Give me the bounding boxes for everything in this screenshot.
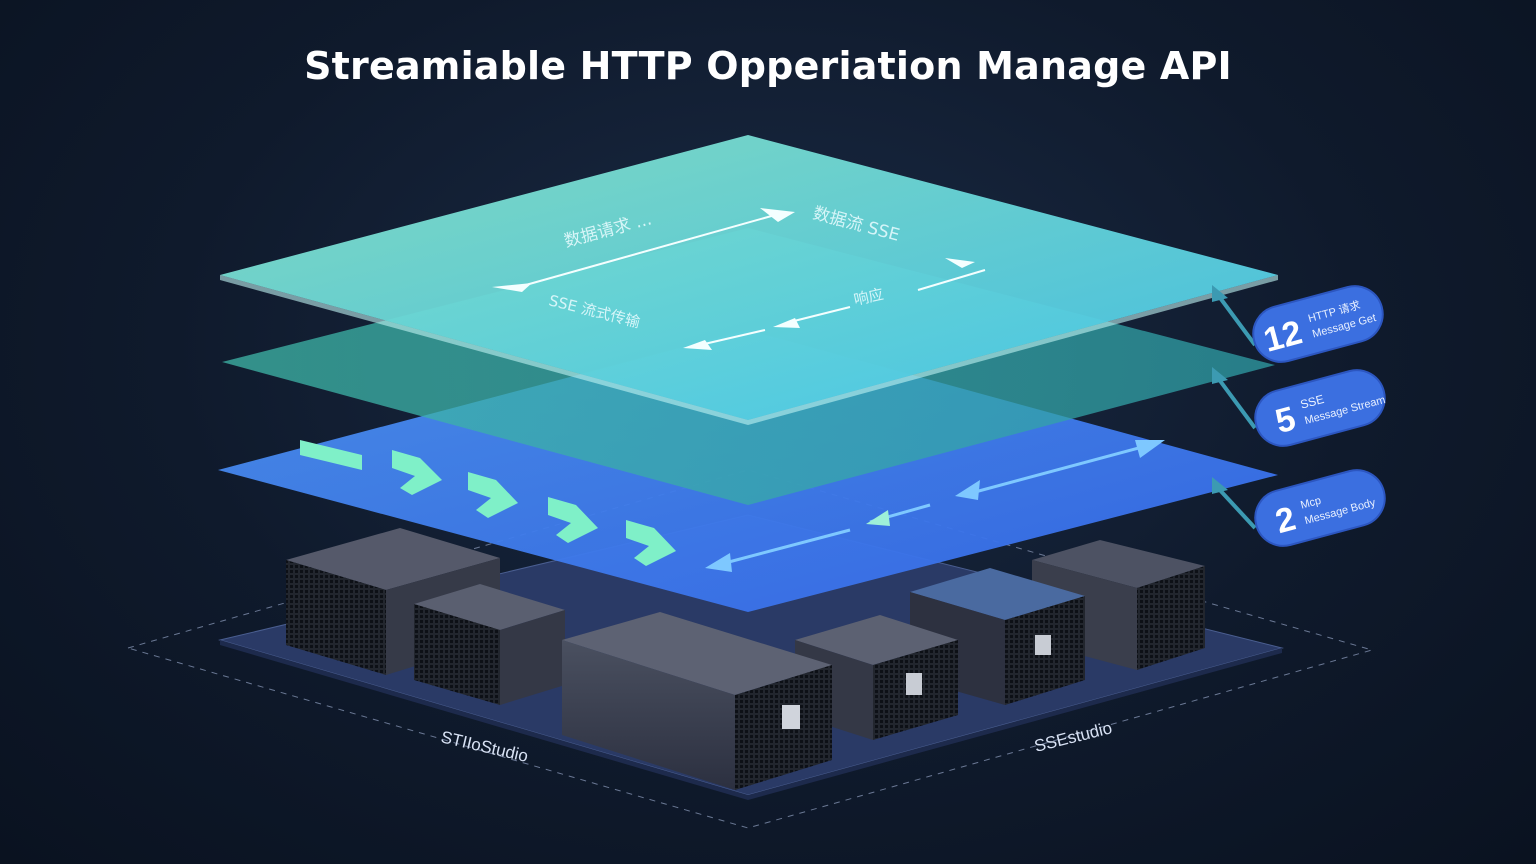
page-title: Streamiable HTTP Opperiation Manage API [304, 44, 1232, 88]
flow-arrows-left [705, 440, 1165, 572]
svg-text:SSE: SSE [1299, 392, 1326, 412]
badge-http-request: 12 HTTP 请求 Message Get [1252, 285, 1384, 363]
top-layer [220, 135, 1278, 420]
base-label-right: SSEstudio [1032, 718, 1114, 756]
top-layer-arrows [492, 208, 986, 350]
badge-mcp-body: 2 Mcp Message Body [1254, 469, 1386, 547]
server-box [414, 584, 565, 705]
svg-text:Mcp: Mcp [1299, 495, 1322, 512]
arrow-chevrons [300, 440, 676, 566]
top-layer-label: 响应 [852, 285, 885, 309]
badge-connectors [1212, 285, 1257, 530]
base-label-left: STIIoStudio [439, 727, 530, 765]
badge-sse-stream: 5 SSE Message Stream [1254, 369, 1387, 447]
server-box [562, 612, 832, 790]
